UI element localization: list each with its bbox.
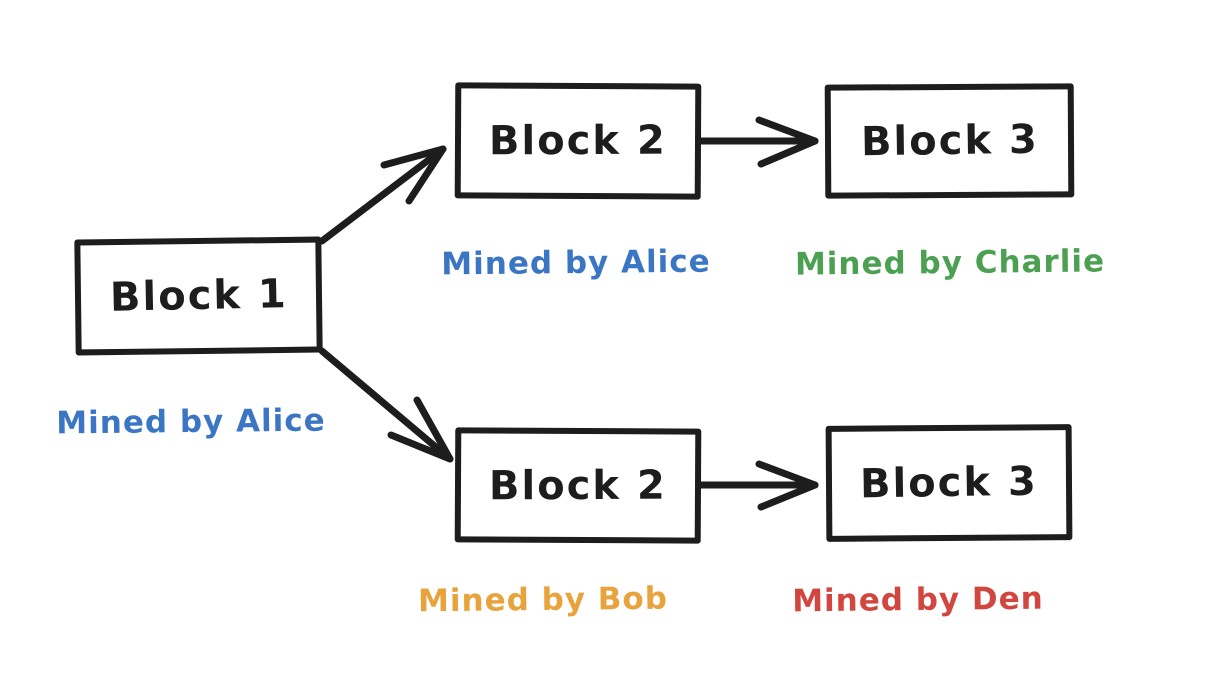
miner-label-block2-top: Mined by Alice [441, 243, 711, 283]
node-block3-bottom: Block 3 [825, 424, 1073, 542]
node-block3-top: Block 3 [824, 83, 1075, 199]
node-block2-top-label: Block 2 [489, 117, 667, 165]
arrow-block1-to-block2-bottom [318, 347, 454, 463]
miner-label-block3-bottom: Mined by Den [792, 580, 1044, 620]
node-block3-bottom-label: Block 3 [859, 458, 1039, 508]
miner-label-block1: Mined by Alice [56, 402, 326, 442]
arrow-block2-bottom-to-block3-bottom [695, 460, 819, 511]
miner-label-block3-top: Mined by Charlie [794, 243, 1106, 283]
node-block1-label: Block 1 [109, 271, 288, 321]
node-block1: Block 1 [74, 236, 323, 356]
node-block2-bottom-label: Block 2 [489, 462, 667, 509]
node-block2-top: Block 2 [454, 82, 702, 200]
arrow-block1-to-block2-top [318, 145, 447, 245]
arrow-block2-top-to-block3-top [694, 116, 819, 168]
node-block2-bottom: Block 2 [454, 427, 702, 544]
node-block3-top-label: Block 3 [860, 116, 1039, 166]
miner-label-block2-bottom: Mined by Bob [417, 580, 669, 620]
